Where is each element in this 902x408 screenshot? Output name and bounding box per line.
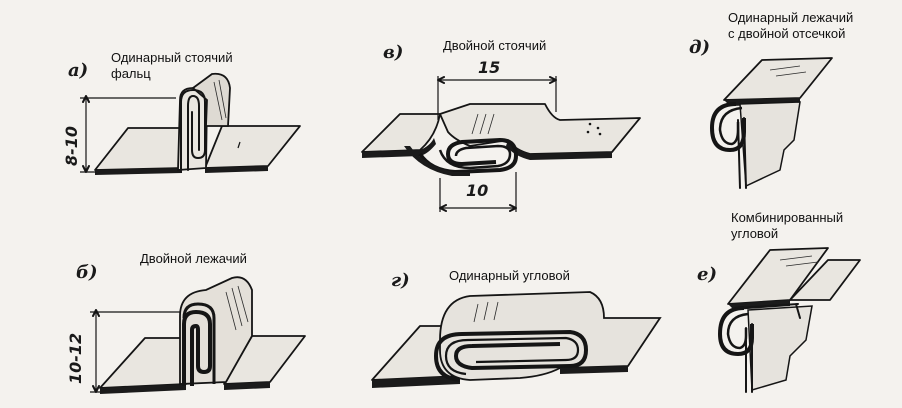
figure-g-letter: г) — [391, 270, 410, 291]
figure-v-letter: в) — [383, 42, 404, 63]
figure-v-title: Двойной стоячий — [443, 38, 547, 53]
figure-d-drawing — [709, 57, 833, 189]
figure-g-title: Одинарный угловой — [449, 268, 570, 283]
figure-a-letter: а) — [68, 60, 89, 81]
figure-d-title: Одинарный лежачий с двойной отсечкой — [728, 10, 854, 41]
figure-v-drawing — [361, 76, 641, 212]
dimension-v-top: 15 — [478, 58, 501, 77]
figure-e-title: Комбинированный угловой — [731, 210, 844, 241]
figure-g-drawing — [371, 291, 662, 388]
figure-e-letter: е) — [697, 264, 717, 285]
figure-a-drawing — [80, 72, 301, 175]
figure-e-drawing — [717, 247, 861, 393]
dimension-b-height: 10-12 — [66, 332, 85, 384]
figure-d-letter: д) — [689, 37, 711, 58]
figure-b-title: Двойной лежачий — [140, 251, 247, 266]
figure-b-letter: б) — [76, 262, 98, 283]
dimension-v-bottom: 10 — [466, 181, 489, 200]
dimension-a-height: 8-10 — [62, 125, 81, 166]
figure-a-title: Одинарный стоячий фальц — [111, 50, 233, 81]
figure-b-drawing — [90, 276, 306, 394]
